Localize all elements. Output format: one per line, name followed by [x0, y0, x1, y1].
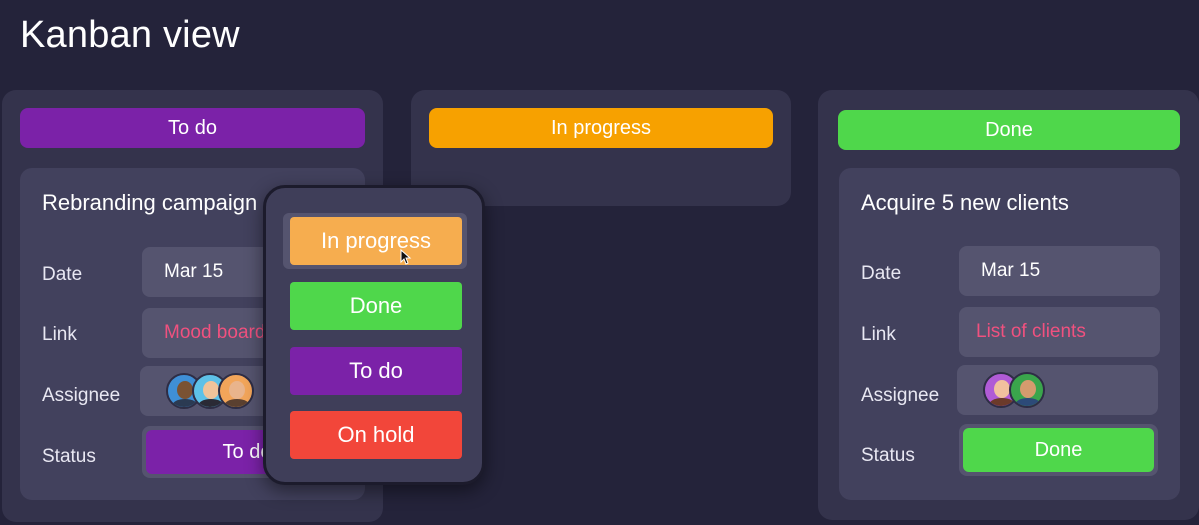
status-option-on-hold[interactable]: On hold — [290, 411, 462, 459]
date-value: Mar 15 — [164, 261, 224, 282]
status-label: Status — [42, 446, 96, 467]
link-field[interactable]: List of clients — [959, 307, 1160, 357]
assignee-field[interactable] — [957, 365, 1158, 415]
assignee-label: Assignee — [42, 385, 121, 406]
date-label: Date — [861, 263, 902, 284]
avatar-man-bald-icon[interactable] — [218, 373, 254, 409]
page-title: Kanban view — [20, 14, 240, 56]
link-label: Link — [42, 324, 77, 345]
card-title: Acquire 5 new clients — [861, 190, 1069, 215]
status-label: Status — [861, 445, 915, 466]
status-value: To do — [222, 440, 272, 463]
avatar-man-beard-icon[interactable] — [1009, 372, 1045, 408]
column-header-todo[interactable]: To do — [20, 108, 365, 148]
column-done: Done Acquire 5 new clients Date Mar 15 L… — [818, 90, 1199, 520]
status-value: Done — [1034, 438, 1083, 461]
assignee-label: Assignee — [861, 385, 940, 406]
date-label: Date — [42, 264, 83, 285]
card-title: Rebranding campaign — [42, 190, 258, 215]
link-value[interactable]: Mood board — [164, 322, 266, 343]
mouse-cursor-icon — [400, 249, 412, 265]
column-header-in-progress[interactable]: In progress — [429, 108, 773, 148]
status-dropdown-menu: In progress Done To do On hold — [263, 185, 485, 485]
status-option-todo[interactable]: To do — [290, 347, 462, 395]
link-label: Link — [861, 324, 896, 345]
status-field[interactable]: Done — [959, 424, 1158, 476]
status-badge-done[interactable]: Done — [963, 428, 1154, 472]
date-value: Mar 15 — [981, 260, 1041, 281]
status-option-done[interactable]: Done — [290, 282, 462, 330]
task-card-acquire-clients[interactable]: Acquire 5 new clients Date Mar 15 Link L… — [839, 168, 1180, 500]
link-value[interactable]: List of clients — [976, 321, 1086, 342]
status-option-in-progress[interactable]: In progress — [290, 217, 462, 265]
column-in-progress: In progress — [411, 90, 791, 206]
column-header-done[interactable]: Done — [838, 110, 1180, 150]
date-field[interactable]: Mar 15 — [959, 246, 1160, 296]
